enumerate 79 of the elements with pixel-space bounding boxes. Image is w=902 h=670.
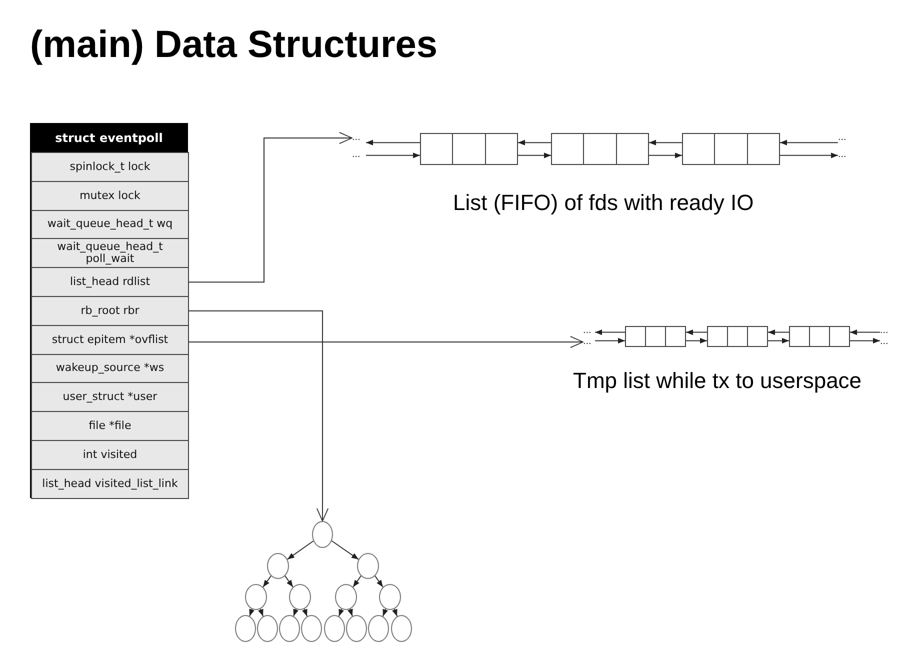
- ellipsis-text: ...: [352, 151, 366, 159]
- struct-field: wait_queue_head_t poll_wait: [31, 238, 189, 268]
- list-node-box: [707, 326, 768, 347]
- arrow: [249, 608, 254, 617]
- list-node-box: [625, 326, 686, 347]
- arrow: [686, 338, 708, 344]
- struct-field: user_struct *user: [31, 382, 189, 412]
- tree-node-circle: [235, 615, 256, 642]
- arrow: [366, 140, 420, 146]
- arrow: [850, 330, 880, 336]
- tree-node-circle: [368, 615, 389, 642]
- struct-field: int visited: [31, 440, 189, 470]
- ellipsis-text: ...: [838, 151, 852, 159]
- tree-node-circle: [379, 584, 401, 610]
- ellipsis-text: ...: [352, 134, 366, 142]
- tree-node-circle: [335, 584, 357, 610]
- tree-node-circle: [279, 615, 300, 642]
- struct-field: wait_queue_head_t wq: [31, 210, 189, 240]
- struct-field: struct epitem *ovflist: [31, 324, 189, 355]
- arrow: [188, 310, 329, 522]
- arrow: [382, 608, 388, 617]
- arrow: [188, 336, 584, 348]
- struct-field: list_head rdlist: [31, 267, 189, 297]
- arrow: [366, 152, 420, 158]
- tree-node-circle: [357, 553, 379, 579]
- arrow: [850, 338, 880, 344]
- arrow: [594, 330, 626, 336]
- arrow: [780, 140, 838, 146]
- list-node-box: [789, 326, 850, 347]
- arrow: [374, 575, 384, 588]
- arrow: [188, 132, 352, 283]
- arrow: [286, 540, 314, 560]
- struct-field: file *file: [31, 411, 189, 441]
- arrow: [284, 575, 294, 588]
- struct-table: [30, 123, 188, 498]
- ellipsis-text: ...: [583, 338, 595, 346]
- arrow: [392, 608, 398, 617]
- arrow: [338, 608, 344, 617]
- arrow: [293, 608, 298, 617]
- list-node-box: [551, 133, 649, 165]
- caption-text: Tmp list while tx to userspace: [573, 368, 862, 394]
- ellipsis-text: ...: [838, 134, 852, 142]
- arrow: [594, 338, 626, 344]
- struct-field: list_head visited_list_link: [31, 468, 189, 499]
- tree-node-circle: [324, 615, 345, 642]
- arrow: [331, 540, 359, 560]
- arrow: [686, 330, 708, 336]
- struct-field: mutex lock: [31, 180, 189, 211]
- list-node-box: [682, 133, 780, 165]
- slide-title: (main) Data Structures: [30, 24, 438, 67]
- tree-node-circle: [301, 615, 322, 642]
- arrow: [348, 608, 353, 617]
- tree-node-circle: [391, 615, 412, 642]
- struct-field: spinlock_t lock: [31, 152, 189, 182]
- arrow: [352, 575, 362, 588]
- ellipsis-text: ...: [880, 327, 892, 335]
- arrow: [768, 330, 790, 336]
- tree-node-circle: [312, 521, 333, 548]
- arrow: [780, 152, 838, 158]
- arrow: [258, 608, 264, 617]
- arrow: [768, 338, 790, 344]
- list-node-box: [420, 133, 518, 165]
- tree-node-circle: [245, 584, 267, 610]
- tree-node-circle: [257, 615, 278, 642]
- arrow: [518, 140, 552, 146]
- struct-field: rb_root rbr: [31, 296, 189, 326]
- struct-header: struct eventpoll: [31, 124, 187, 152]
- arrow: [302, 608, 308, 617]
- arrow: [648, 140, 682, 146]
- ellipsis-text: ...: [880, 338, 892, 346]
- tree-node-circle: [267, 553, 289, 579]
- struct-field: wakeup_source *ws: [31, 354, 189, 384]
- ellipsis-text: ...: [583, 327, 595, 335]
- arrow: [518, 152, 552, 158]
- tree-node-circle: [346, 615, 367, 642]
- arrow: [262, 575, 272, 588]
- caption-text: List (FIFO) of fds with ready IO: [453, 190, 754, 216]
- arrow: [648, 152, 682, 158]
- tree-node-circle: [289, 584, 311, 610]
